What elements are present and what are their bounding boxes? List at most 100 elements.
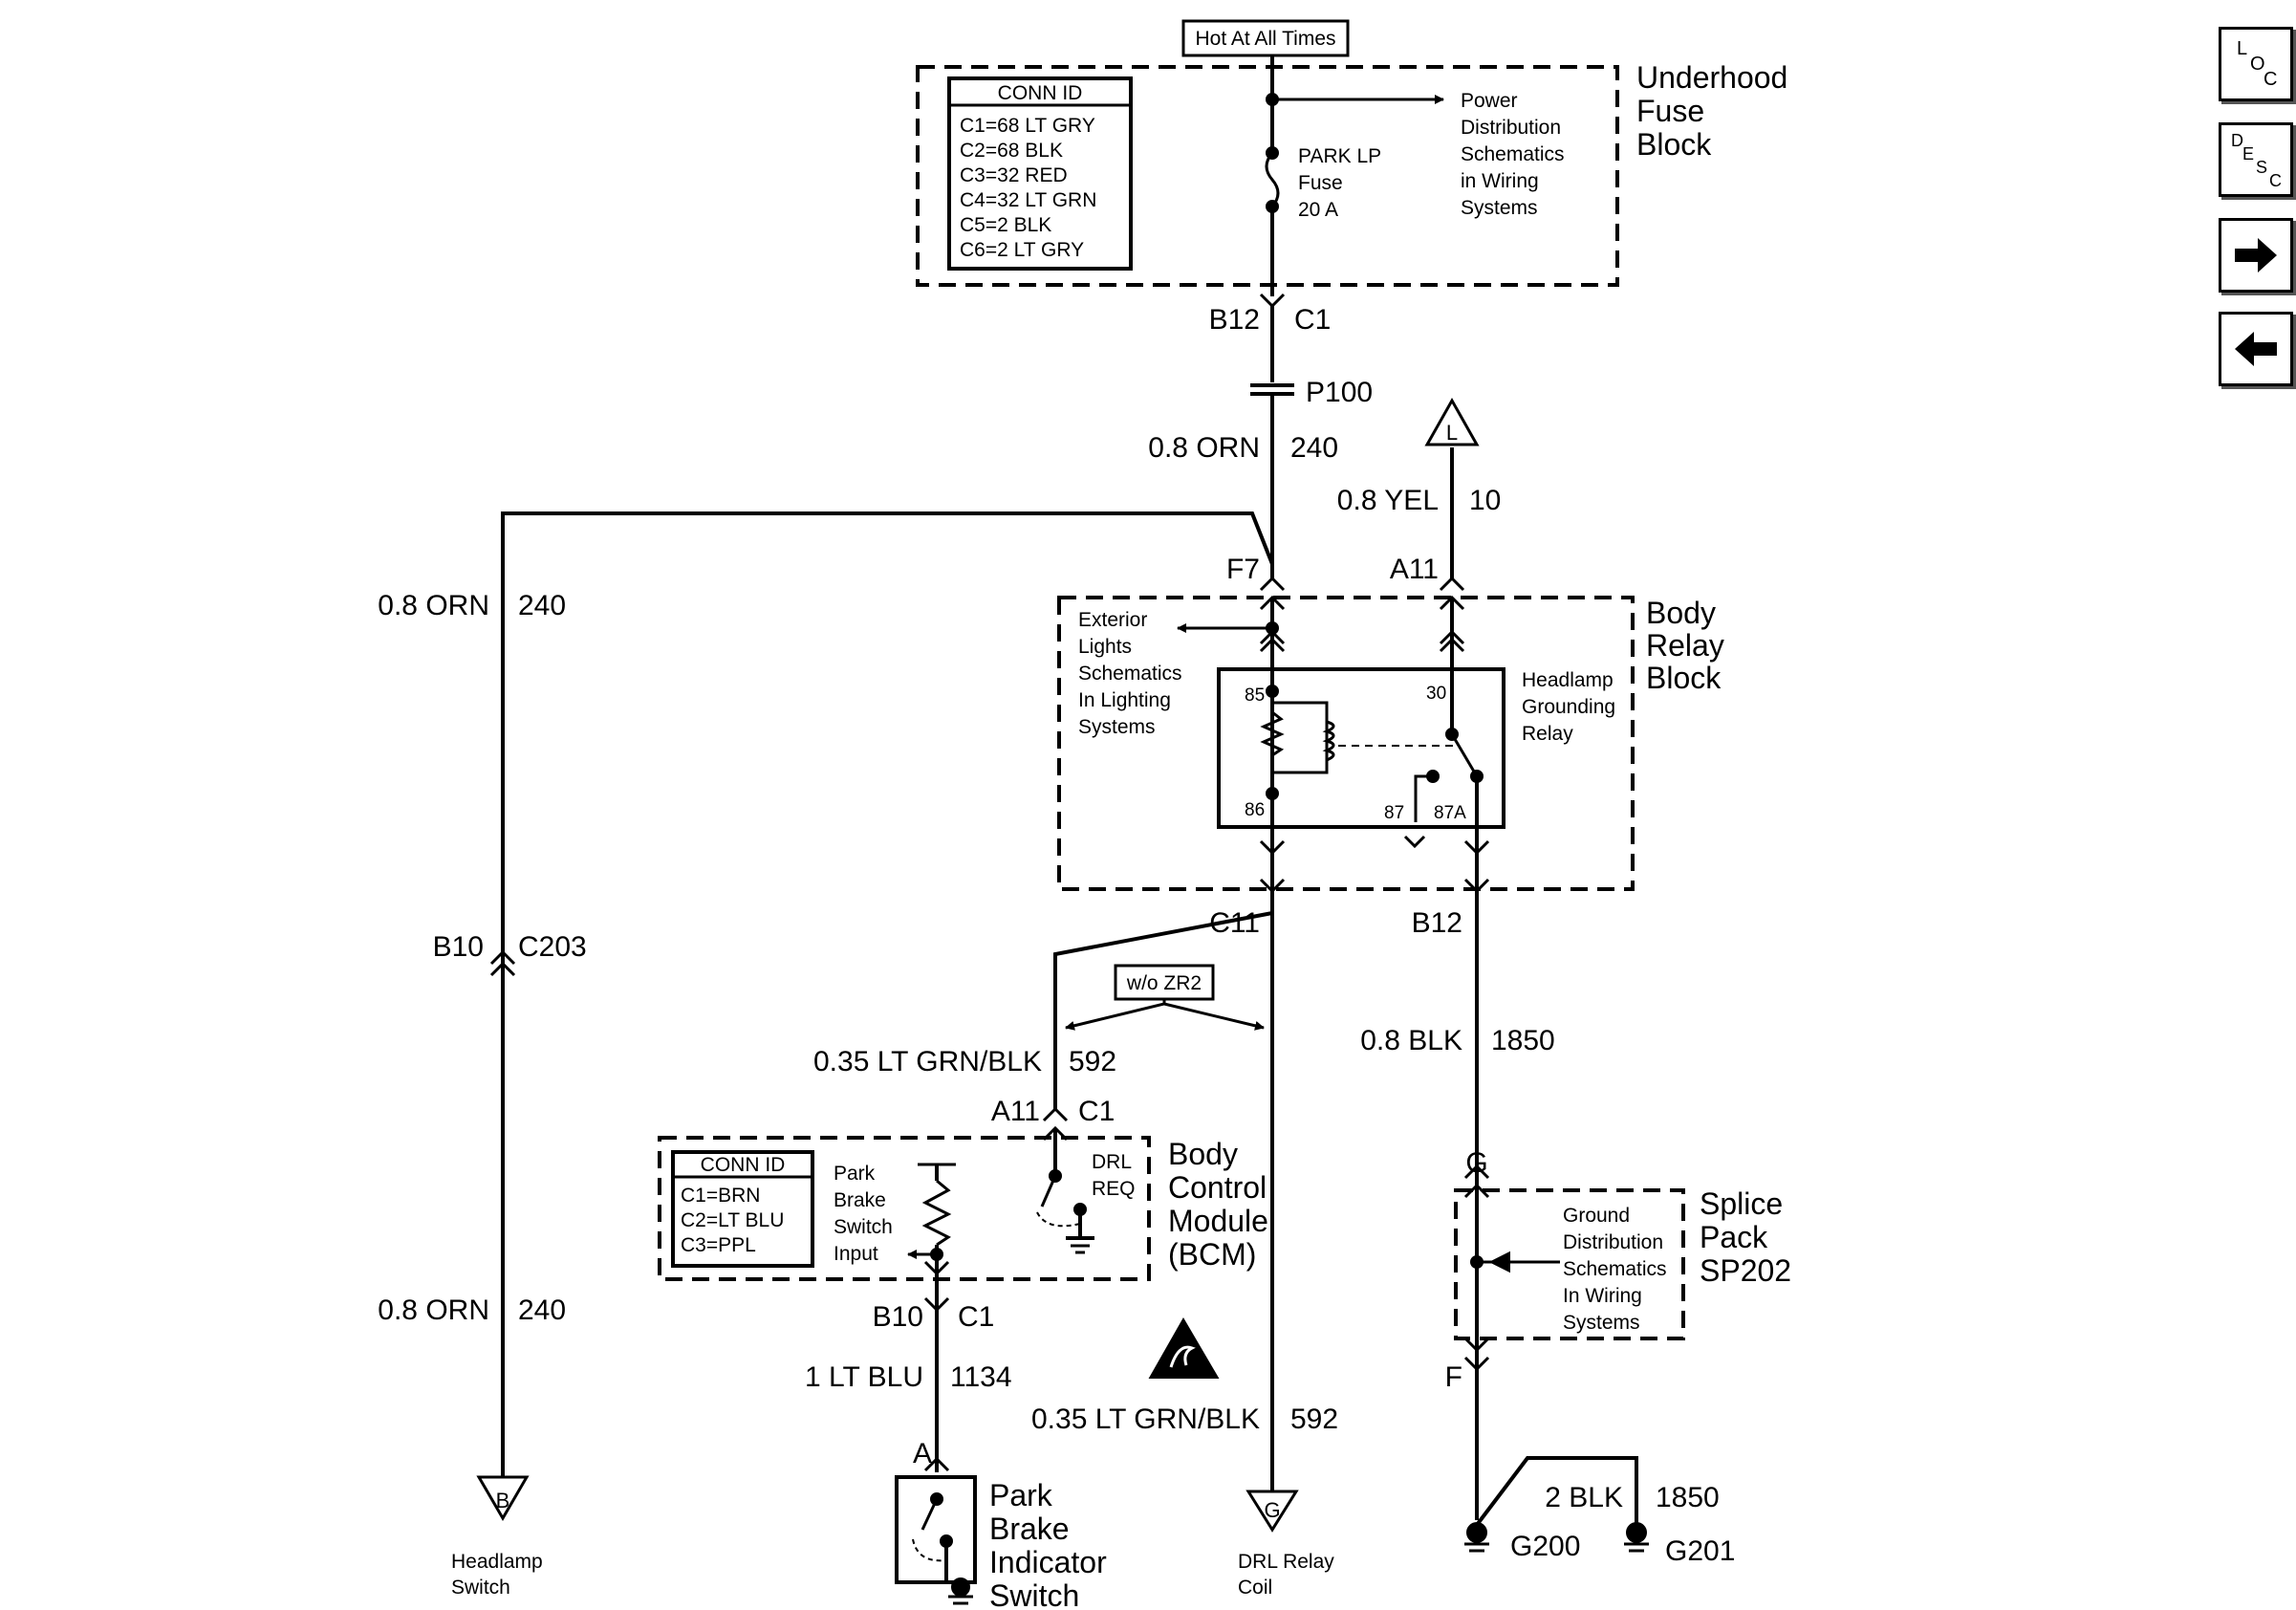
wire-1850-circuit: 1850 [1491,1025,1555,1056]
pin-f7: F7 [1226,554,1260,585]
marker-g-label: G [1264,1498,1280,1522]
bcm-conn-row: C1=BRN [681,1185,760,1207]
relay-pin-30: 30 [1426,684,1446,704]
loc-button[interactable]: L O C [2219,27,2293,101]
exterior-lights-text: Lights [1078,636,1132,658]
drl-coil-text: DRL Relay [1238,1551,1334,1573]
relay-block-title: Block [1646,661,1722,695]
headlamp-switch-text: Headlamp [451,1551,543,1573]
marker-b-label: B [496,1489,510,1512]
wire-240-left-gauge: 0.8 ORN [378,590,489,621]
bcm-conn-header: CONN ID [701,1154,786,1176]
bcm-bottom-b10: B10 [873,1301,923,1333]
park-switch-title: Brake [989,1512,1070,1546]
g-marker [1245,1490,1299,1533]
wire-1850-gauge: 0.8 BLK [1360,1025,1462,1056]
relay-block-title: Relay [1646,628,1724,663]
wire-240-bottom-gauge: 0.8 ORN [378,1295,489,1326]
wire-10-gauge: 0.8 YEL [1337,485,1439,516]
fuse-block-title-3: Block [1636,127,1712,162]
relay-pin-85: 85 [1245,685,1265,706]
park-switch-title: Switch [989,1578,1079,1610]
desc-button[interactable]: D E S C [2219,122,2293,197]
bcm-title: (BCM) [1168,1237,1256,1272]
power-dist-text: Schematics [1461,143,1565,165]
splice-pack-outline [1454,1188,1685,1340]
hot-label-box [1181,19,1350,57]
arrow-right-icon [2235,238,2277,272]
loc-letter: C [2264,69,2277,90]
exterior-lights-text: Schematics [1078,663,1182,685]
headlamp-switch-text: Switch [451,1577,510,1599]
power-dist-text: Distribution [1461,117,1561,139]
ground-dist-text: In Wiring [1563,1285,1642,1307]
fuse-label: Fuse [1298,172,1343,194]
park-brake-resistor [921,1179,952,1247]
wire-1134-gauge: 1 LT BLU [805,1361,923,1393]
arrow-left-icon [2235,332,2277,366]
exterior-lights-text: Systems [1078,716,1156,738]
fuse-conn-header: CONN ID [998,82,1083,104]
pin-g: G [1465,1147,1487,1179]
next-button[interactable] [2219,218,2293,293]
connector-b12: B12 [1209,304,1260,336]
fuse-label: 20 A [1298,199,1338,221]
fuse-conn-row: C5=2 BLK [960,214,1051,236]
wire-592-circuit: 592 [1069,1046,1116,1077]
fuse-conn-row: C3=32 RED [960,164,1068,186]
wire-592-bottom-circuit: 592 [1290,1403,1338,1435]
park-brake-switch-box [895,1475,977,1584]
wire-592-bottom-gauge: 0.35 LT GRN/BLK [1031,1403,1260,1435]
loc-letter: L [2237,38,2247,59]
fuse-conn-row: C1=68 LT GRY [960,115,1095,137]
relay-switch [1450,733,1479,777]
p100-label: P100 [1306,377,1373,408]
desc-letter: D [2231,131,2243,150]
splice-title: Pack [1700,1220,1768,1254]
power-dist-text: in Wiring [1461,170,1539,192]
connector-c1: C1 [1294,304,1331,336]
ground-dist-text: Schematics [1563,1258,1667,1280]
back-button[interactable] [2219,312,2293,386]
fuse-conn-row: C4=32 LT GRN [960,189,1096,211]
park-switch-title: Indicator [989,1545,1107,1579]
drl-req-text: DRL [1092,1151,1132,1173]
bcm-conn-c1: C1 [1078,1096,1115,1127]
c203-connector [489,949,516,966]
wo-zr2-label: w/o ZR2 [1126,972,1202,994]
drl-req-switch [1040,1175,1057,1208]
wire-240-bottom-circuit: 240 [518,1295,566,1326]
pin-f: F [1445,1361,1462,1393]
c203-b10: B10 [433,931,484,963]
relay-pin-86: 86 [1245,800,1265,820]
relay-name: Headlamp [1522,669,1614,691]
wire-240-left-circuit: 240 [518,590,566,621]
desc-letter: C [2269,171,2282,190]
headlamp-grounding-relay [1217,667,1505,829]
park-input-text: Input [834,1243,878,1265]
bcm-title: Control [1168,1170,1267,1205]
drl-req-text: REQ [1092,1178,1136,1200]
wire-240-left [501,511,1274,1477]
splice-title: Splice [1700,1186,1783,1221]
ground-dist-text: Ground [1563,1205,1630,1227]
fuse-block-title-2: Fuse [1636,94,1704,128]
bcm-outline [658,1136,1151,1281]
b-marker [476,1475,530,1521]
c203-label: C203 [518,931,587,963]
pin-a11: A11 [1390,554,1439,585]
bcm-conn-a11: A11 [991,1096,1040,1127]
bcm-bottom-c1: C1 [958,1301,994,1333]
desc-letter: S [2256,158,2267,177]
g201-label: G201 [1665,1535,1735,1567]
wire-1134-circuit: 1134 [950,1361,1012,1393]
wire-592-bcm [1053,911,1273,1109]
ground-g201 [1626,1522,1647,1543]
park-input-text: Brake [834,1189,886,1211]
wire-2blk [1475,1456,1638,1527]
bcm-conn-row: C3=PPL [681,1234,756,1256]
relay-coil [1322,720,1335,762]
bcm-title: Body [1168,1137,1238,1171]
loc-letter: O [2250,54,2265,75]
